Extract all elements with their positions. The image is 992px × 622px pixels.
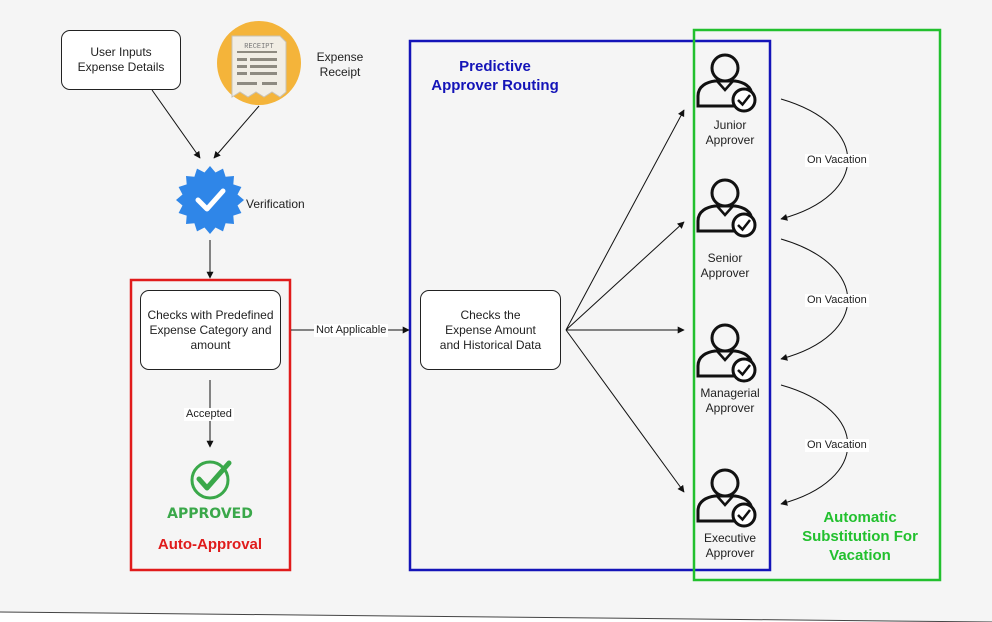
on-vacation-label: On Vacation	[805, 439, 869, 452]
edge-to-executive	[565, 329, 685, 493]
expense-receipt-label: Expense Receipt	[316, 50, 364, 79]
substitution-frame	[692, 28, 942, 582]
on-vacation-label: On Vacation	[805, 154, 869, 167]
edge-to-junior	[565, 109, 685, 331]
junior-approver-label: Junior Approver	[705, 118, 755, 147]
user-inputs-node: User Inputs Expense Details	[61, 30, 181, 90]
auto-approval-title: Auto-Approval	[157, 536, 263, 553]
verification-label: Verification	[246, 197, 305, 211]
not-applicable-label: Not Applicable	[314, 324, 389, 337]
executive-approver-label: Executive Approver	[703, 531, 757, 560]
edge-to-senior	[565, 221, 685, 331]
substitution-title: Automatic Substitution For Vacation	[802, 509, 918, 564]
predictive-routing-title: Predictive Approver Routing	[431, 58, 559, 94]
approved-icon: APPROVED	[167, 460, 253, 522]
managerial-approver-label: Managerial Approver	[700, 386, 760, 415]
edge-user-to-verification	[151, 89, 201, 159]
on-vacation-label: On Vacation	[805, 294, 869, 307]
receipt-header-text: RECEIPT	[244, 43, 273, 51]
checks-predefined-node: Checks with Predefined Expense Category …	[140, 290, 281, 370]
edge-receipt-to-verification	[213, 105, 260, 159]
auto-approval-frame	[129, 278, 292, 572]
predictive-routing-frame	[408, 39, 772, 572]
receipt-icon: RECEIPT	[217, 21, 301, 105]
approved-text: APPROVED	[167, 506, 253, 522]
accepted-label: Accepted	[184, 408, 234, 421]
verified-badge-icon	[176, 166, 244, 234]
senior-approver-label: Senior Approver	[700, 251, 750, 280]
checks-amount-node: Checks the Expense Amount and Historical…	[420, 290, 561, 370]
